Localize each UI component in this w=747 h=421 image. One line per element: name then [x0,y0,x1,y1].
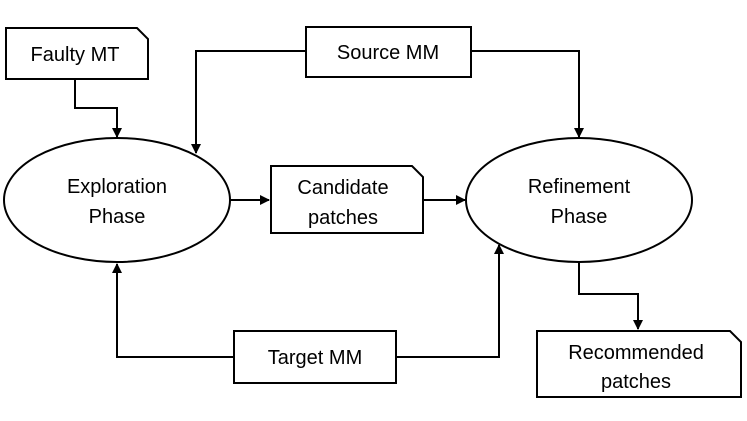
candidate-patches-label-line2: patches [308,207,378,229]
refinement-phase-label-line2: Phase [551,206,608,228]
source-mm-node: Source MM [305,26,472,78]
refinement-phase-node: Refinement Phase [465,137,693,263]
target-mm-label: Target MM [268,347,362,369]
recommended-patches-label-line1: Recommended [568,342,704,364]
recommended-patches-node: Recommended patches [536,330,742,398]
arrow-source-mm-to-refinement [471,50,584,138]
recommended-patches-label-line2: patches [601,371,671,393]
arrow-source-mm-to-exploration [191,50,306,154]
source-mm-label: Source MM [337,42,439,64]
refinement-phase-label-line1: Refinement [528,176,631,198]
arrow-faulty-mt-to-exploration [74,79,122,138]
exploration-phase-label-line1: Exploration [67,176,167,198]
exploration-phase-label-line2: Phase [89,206,146,228]
faulty-mt-label: Faulty MT [31,44,120,66]
arrow-target-mm-to-exploration [112,263,234,358]
candidate-patches-label-line1: Candidate [297,177,388,199]
candidate-patches-node: Candidate patches [270,165,424,234]
faulty-mt-node: Faulty MT [5,27,149,80]
arrow-refinement-to-recommended [578,262,643,330]
target-mm-node: Target MM [233,330,397,384]
exploration-phase-node: Exploration Phase [3,137,231,263]
arrow-target-mm-to-refinement [396,244,504,358]
